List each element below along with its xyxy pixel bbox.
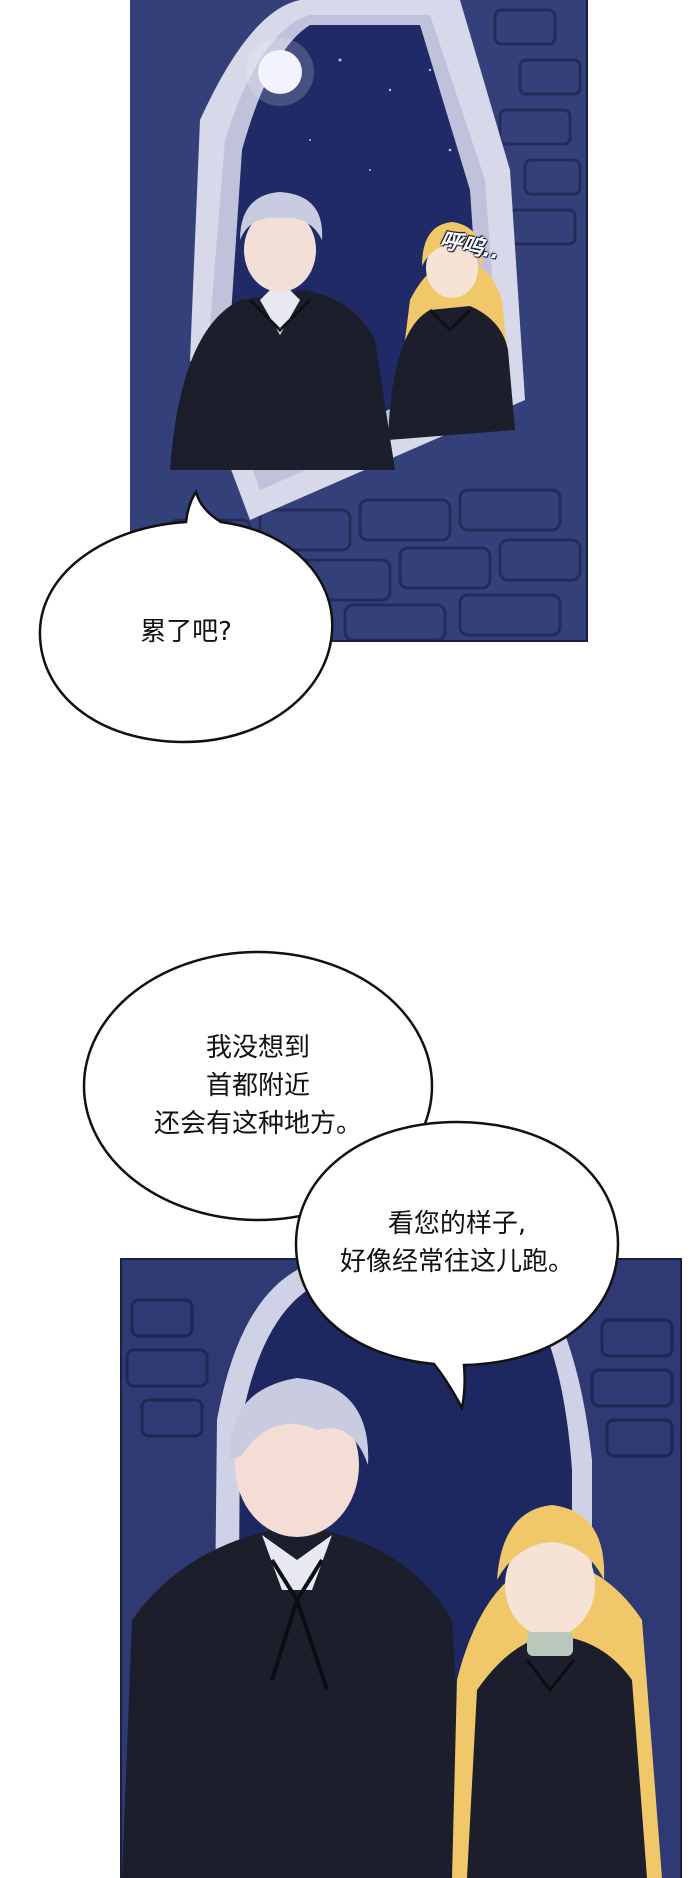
bottom-panel: [120, 1258, 682, 1878]
moon: [258, 50, 302, 94]
speech-bubble-tired: 累了吧?: [36, 489, 336, 752]
stone-bricks-2: [125, 1298, 674, 1458]
silver-haired-man-closeup: [122, 1378, 467, 1878]
bubble-line: 首都附近: [205, 1071, 310, 1101]
bubble-line: 还会有这种地方。: [153, 1109, 362, 1139]
silver-haired-man: [170, 192, 395, 470]
blonde-woman: [388, 222, 515, 440]
bubble-line: 累了吧?: [140, 617, 232, 647]
blonde-woman-closeup: [452, 1505, 662, 1878]
bubble-line: 我没想到: [205, 1033, 310, 1063]
bottom-panel-illustration: [122, 1260, 680, 1878]
speech-bubble-looks-like: 看您的样子, 好像经常往这儿跑。: [294, 1118, 620, 1412]
bubble-line: 看您的样子,: [387, 1209, 527, 1239]
bubble-line: 好像经常往这儿跑。: [339, 1247, 574, 1277]
